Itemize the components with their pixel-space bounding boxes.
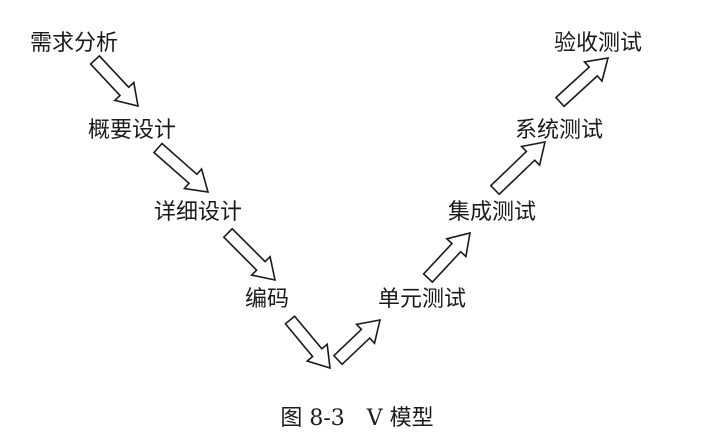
- node-integration-testing: 集成测试: [448, 200, 536, 225]
- arrow-group: [89, 54, 610, 370]
- arrow-integration-to-system: [489, 140, 547, 196]
- node-unit-testing: 单元测试: [378, 287, 466, 312]
- node-detailed-design: 详细设计: [154, 200, 242, 225]
- arrow-system-to-acceptance: [554, 57, 610, 108]
- node-outline-design: 概要设计: [88, 118, 176, 143]
- node-coding: 编码: [245, 287, 289, 312]
- arrow-vertex-to-unit: [332, 318, 382, 366]
- arrow-detailed-to-coding: [222, 227, 277, 282]
- arrow-coding-to-vertex: [284, 315, 331, 370]
- arrow-outline-to-detailed: [152, 142, 210, 193]
- node-acceptance-testing: 验收测试: [554, 31, 642, 56]
- node-requirements-analysis: 需求分析: [30, 31, 118, 56]
- arrow-requirements-to-outline: [89, 54, 140, 108]
- node-system-testing: 系统测试: [515, 118, 603, 143]
- figure-caption: 图 8-3 V 模型: [280, 406, 433, 431]
- arrow-unit-to-integration: [422, 231, 471, 284]
